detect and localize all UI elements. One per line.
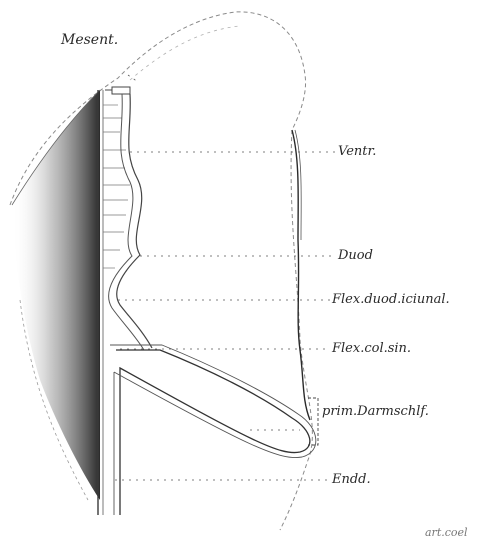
label-art-coel: art.coel (425, 527, 468, 538)
colon-loop-inner (110, 345, 316, 458)
mesentery-shading (12, 90, 100, 500)
colon-loop-outer (116, 350, 310, 515)
label-flex-col-sin: Flex.col.sin. (332, 342, 411, 355)
label-duod: Duod (338, 249, 373, 262)
mesentery-hatching (103, 105, 130, 268)
label-prim-darmschlf: prim.Darmschlf. (322, 405, 429, 418)
leader-lines (115, 75, 336, 480)
label-endd: Endd. (332, 473, 371, 486)
label-ventr: Ventr. (338, 145, 376, 158)
gut-tube-outer (117, 94, 152, 348)
top-tube (112, 87, 130, 94)
label-flex-duod-iciunal: Flex.duod.iciunal. (332, 293, 450, 306)
body-outline-inner (130, 26, 240, 80)
label-mesent: Mesent. (61, 33, 118, 47)
